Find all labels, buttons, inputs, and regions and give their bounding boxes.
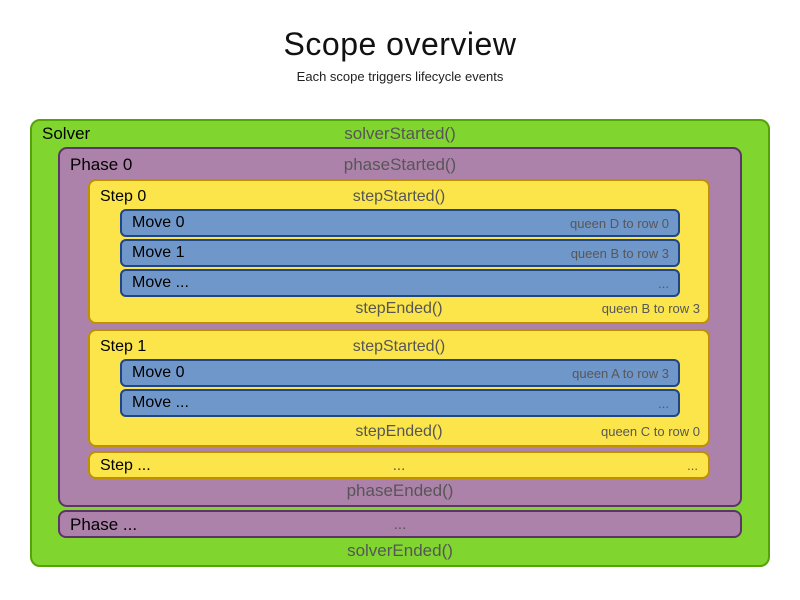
move-detail: queen A to row 3 [572,365,669,381]
move-detail: queen B to row 3 [570,245,669,261]
move-box: Move ... ... [120,269,680,297]
step-0-footer: stepEnded() queen B to row 3 [90,297,708,321]
page-subtitle: Each scope triggers lifecycle events [296,69,504,84]
phase-0-header: Phase 0 phaseStarted() [60,149,740,178]
step-0-ended-event: stepEnded() [355,300,443,317]
step-1-ended-detail: queen C to row 0 [600,424,700,439]
solver-label: Solver [42,124,91,143]
move-label: Move 0 [132,364,185,381]
step-ellipsis-center: ... [392,457,406,474]
move-label: Move ... [132,274,189,291]
step-ellipsis-right: ... [687,458,698,473]
step-1-label: Step 1 [100,338,147,355]
step-1-started-event: stepStarted() [352,338,446,355]
phase-ellipsis-center: ... [393,516,407,533]
solver-footer: solverEnded() [32,538,768,564]
step-1-header: Step 1 stepStarted() [90,331,708,360]
move-box: Move 1 queen B to row 3 [120,239,680,267]
step-0-header: Step 0 stepStarted() [90,181,708,210]
move-detail: queen D to row 0 [569,215,669,231]
phase-ellipsis-label: Phase ... [70,515,138,534]
phase-ended-event: phaseEnded() [346,481,454,500]
phase-0-scope-box: Phase 0 phaseStarted() Step 0 stepStarte… [58,147,742,507]
solver-started-event: solverStarted() [344,124,456,143]
move-label: Move ... [132,394,189,411]
phase-started-event: phaseStarted() [343,155,457,174]
page-title: Scope overview [283,26,517,62]
move-detail: ... [658,395,669,411]
move-box: Move 0 queen D to row 0 [120,209,680,237]
step-ellipsis-row: Step ... ... ... [90,453,708,479]
step-ellipsis-label: Step ... [100,457,151,474]
step-0-label: Step 0 [100,188,147,205]
solver-ended-event: solverEnded() [347,541,453,560]
step-1-footer: stepEnded() queen C to row 0 [90,420,708,444]
step-0-scope-box: Step 0 stepStarted() Move 0 queen D to r… [88,179,710,324]
phase-ellipsis-box: Phase ... ... [58,510,742,538]
step-1-ended-event: stepEnded() [355,423,443,440]
move-label: Move 1 [132,244,185,261]
step-1-scope-box: Step 1 stepStarted() Move 0 queen A to r… [88,329,710,447]
move-box: Move ... ... [120,389,680,417]
move-label: Move 0 [132,214,185,231]
solver-scope-box: Solver solverStarted() Phase 0 phaseStar… [30,119,770,567]
step-0-ended-detail: queen B to row 3 [601,301,700,316]
phase-ellipsis-row: Phase ... ... [60,512,740,538]
step-0-started-event: stepStarted() [352,188,446,205]
move-detail: ... [658,275,669,291]
move-box: Move 0 queen A to row 3 [120,359,680,387]
phase-0-label: Phase 0 [70,155,133,174]
solver-header: Solver solverStarted() [32,121,768,147]
phase-0-footer: phaseEnded() [60,478,740,504]
step-ellipsis-box: Step ... ... ... [88,451,710,479]
